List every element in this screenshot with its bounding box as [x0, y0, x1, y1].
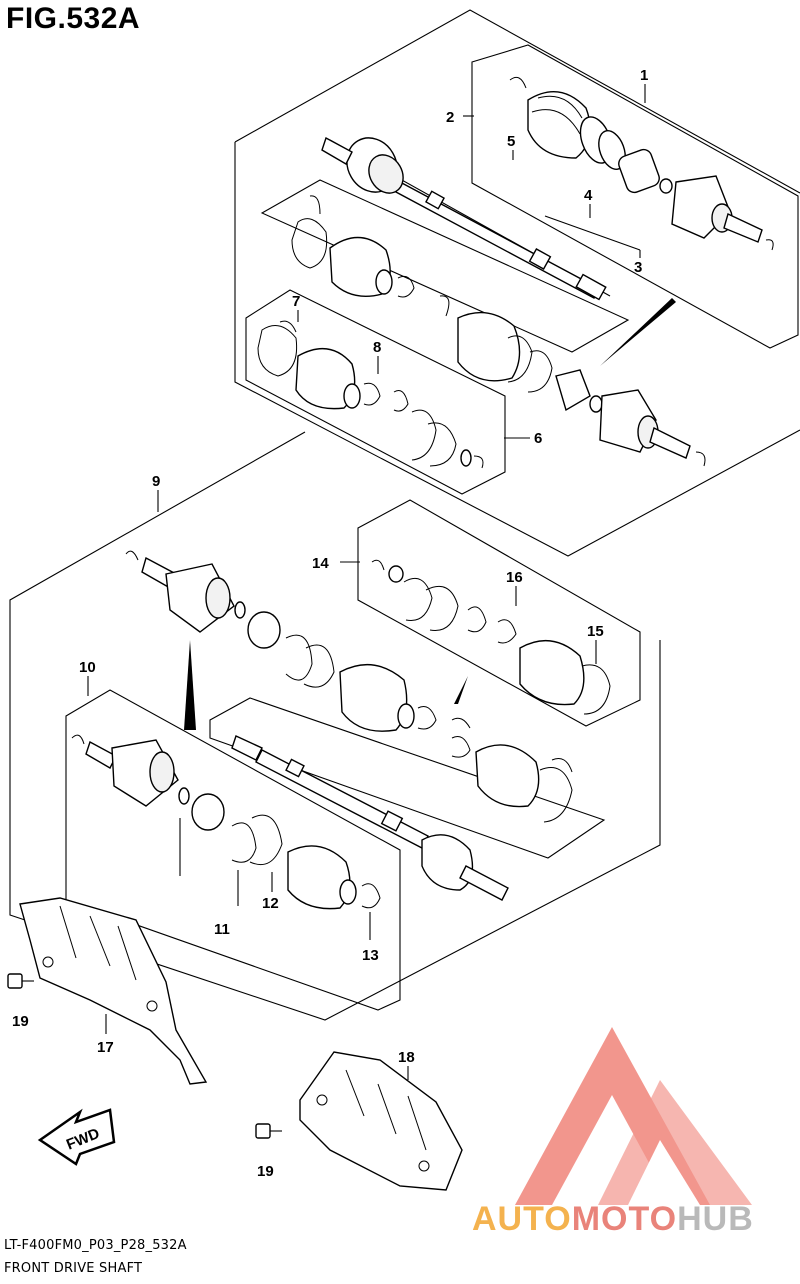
- callout-1: 1: [640, 67, 648, 84]
- watermark-part3: HUB: [677, 1200, 754, 1238]
- pointer-arrow-icon: [184, 640, 196, 730]
- boot-kit-14: [371, 559, 611, 715]
- callout-19-left: 19: [12, 1013, 29, 1030]
- outer-joint-assembly-lower: [599, 389, 706, 467]
- outer-joint-assembly-1: [509, 76, 774, 251]
- callout-8: 8: [373, 339, 381, 356]
- figure-name: FRONT DRIVE SHAFT: [4, 1261, 143, 1276]
- callout-15: 15: [587, 623, 604, 640]
- callout-13: 13: [362, 947, 379, 964]
- protector-cover-18: [299, 1051, 463, 1191]
- callout-10: 10: [79, 659, 96, 676]
- pointer-arrow-icon: [600, 298, 676, 366]
- leader-lines: [87, 84, 646, 1080]
- upper-drive-shaft: [321, 136, 611, 301]
- callout-labels: 1 2 3 4 5 6 7 8 9 10 11 12 13 14 15 16 1…: [12, 67, 648, 1180]
- callout-17: 17: [97, 1039, 114, 1056]
- upper-assembly-frame: [234, 9, 800, 557]
- callout-18: 18: [398, 1049, 415, 1066]
- figure-code: LT-F400FM0_P03_P28_532A: [4, 1238, 187, 1253]
- callout-14: 14: [312, 555, 329, 572]
- fwd-arrow-icon: FWD: [37, 1108, 116, 1166]
- callout-19-lower: 19: [257, 1163, 274, 1180]
- inner-joint-kit-10: [71, 734, 381, 910]
- bolt-icon: [7, 973, 34, 989]
- callout-12: 12: [262, 895, 279, 912]
- callout-2: 2: [446, 109, 454, 126]
- callout-6: 6: [534, 430, 542, 447]
- watermark-part2: MOTO: [571, 1200, 678, 1238]
- figure-title: FIG.532A: [6, 2, 141, 35]
- protector-cover-17: [19, 897, 208, 1085]
- watermark-logo-icon: [515, 1027, 752, 1205]
- lower-drive-shaft: [231, 735, 509, 901]
- watermark-part1: AUTO: [472, 1200, 572, 1238]
- watermark-text: AUTOMOTOHUB: [472, 1200, 754, 1239]
- boot-kit-inner: [451, 717, 573, 823]
- callout-5: 5: [507, 133, 515, 150]
- callout-11: 11: [214, 921, 230, 938]
- callout-4: 4: [584, 187, 593, 204]
- boot-kit-6: [257, 320, 484, 469]
- boot-kit-5: [291, 195, 603, 413]
- inner-joint-assembly: [125, 550, 437, 732]
- callout-9: 9: [152, 473, 160, 490]
- pointer-arrow-icon: [454, 676, 468, 704]
- bolt-icon: [255, 1123, 282, 1139]
- callout-16: 16: [506, 569, 523, 586]
- callout-7: 7: [292, 293, 300, 310]
- callout-3: 3: [634, 259, 642, 276]
